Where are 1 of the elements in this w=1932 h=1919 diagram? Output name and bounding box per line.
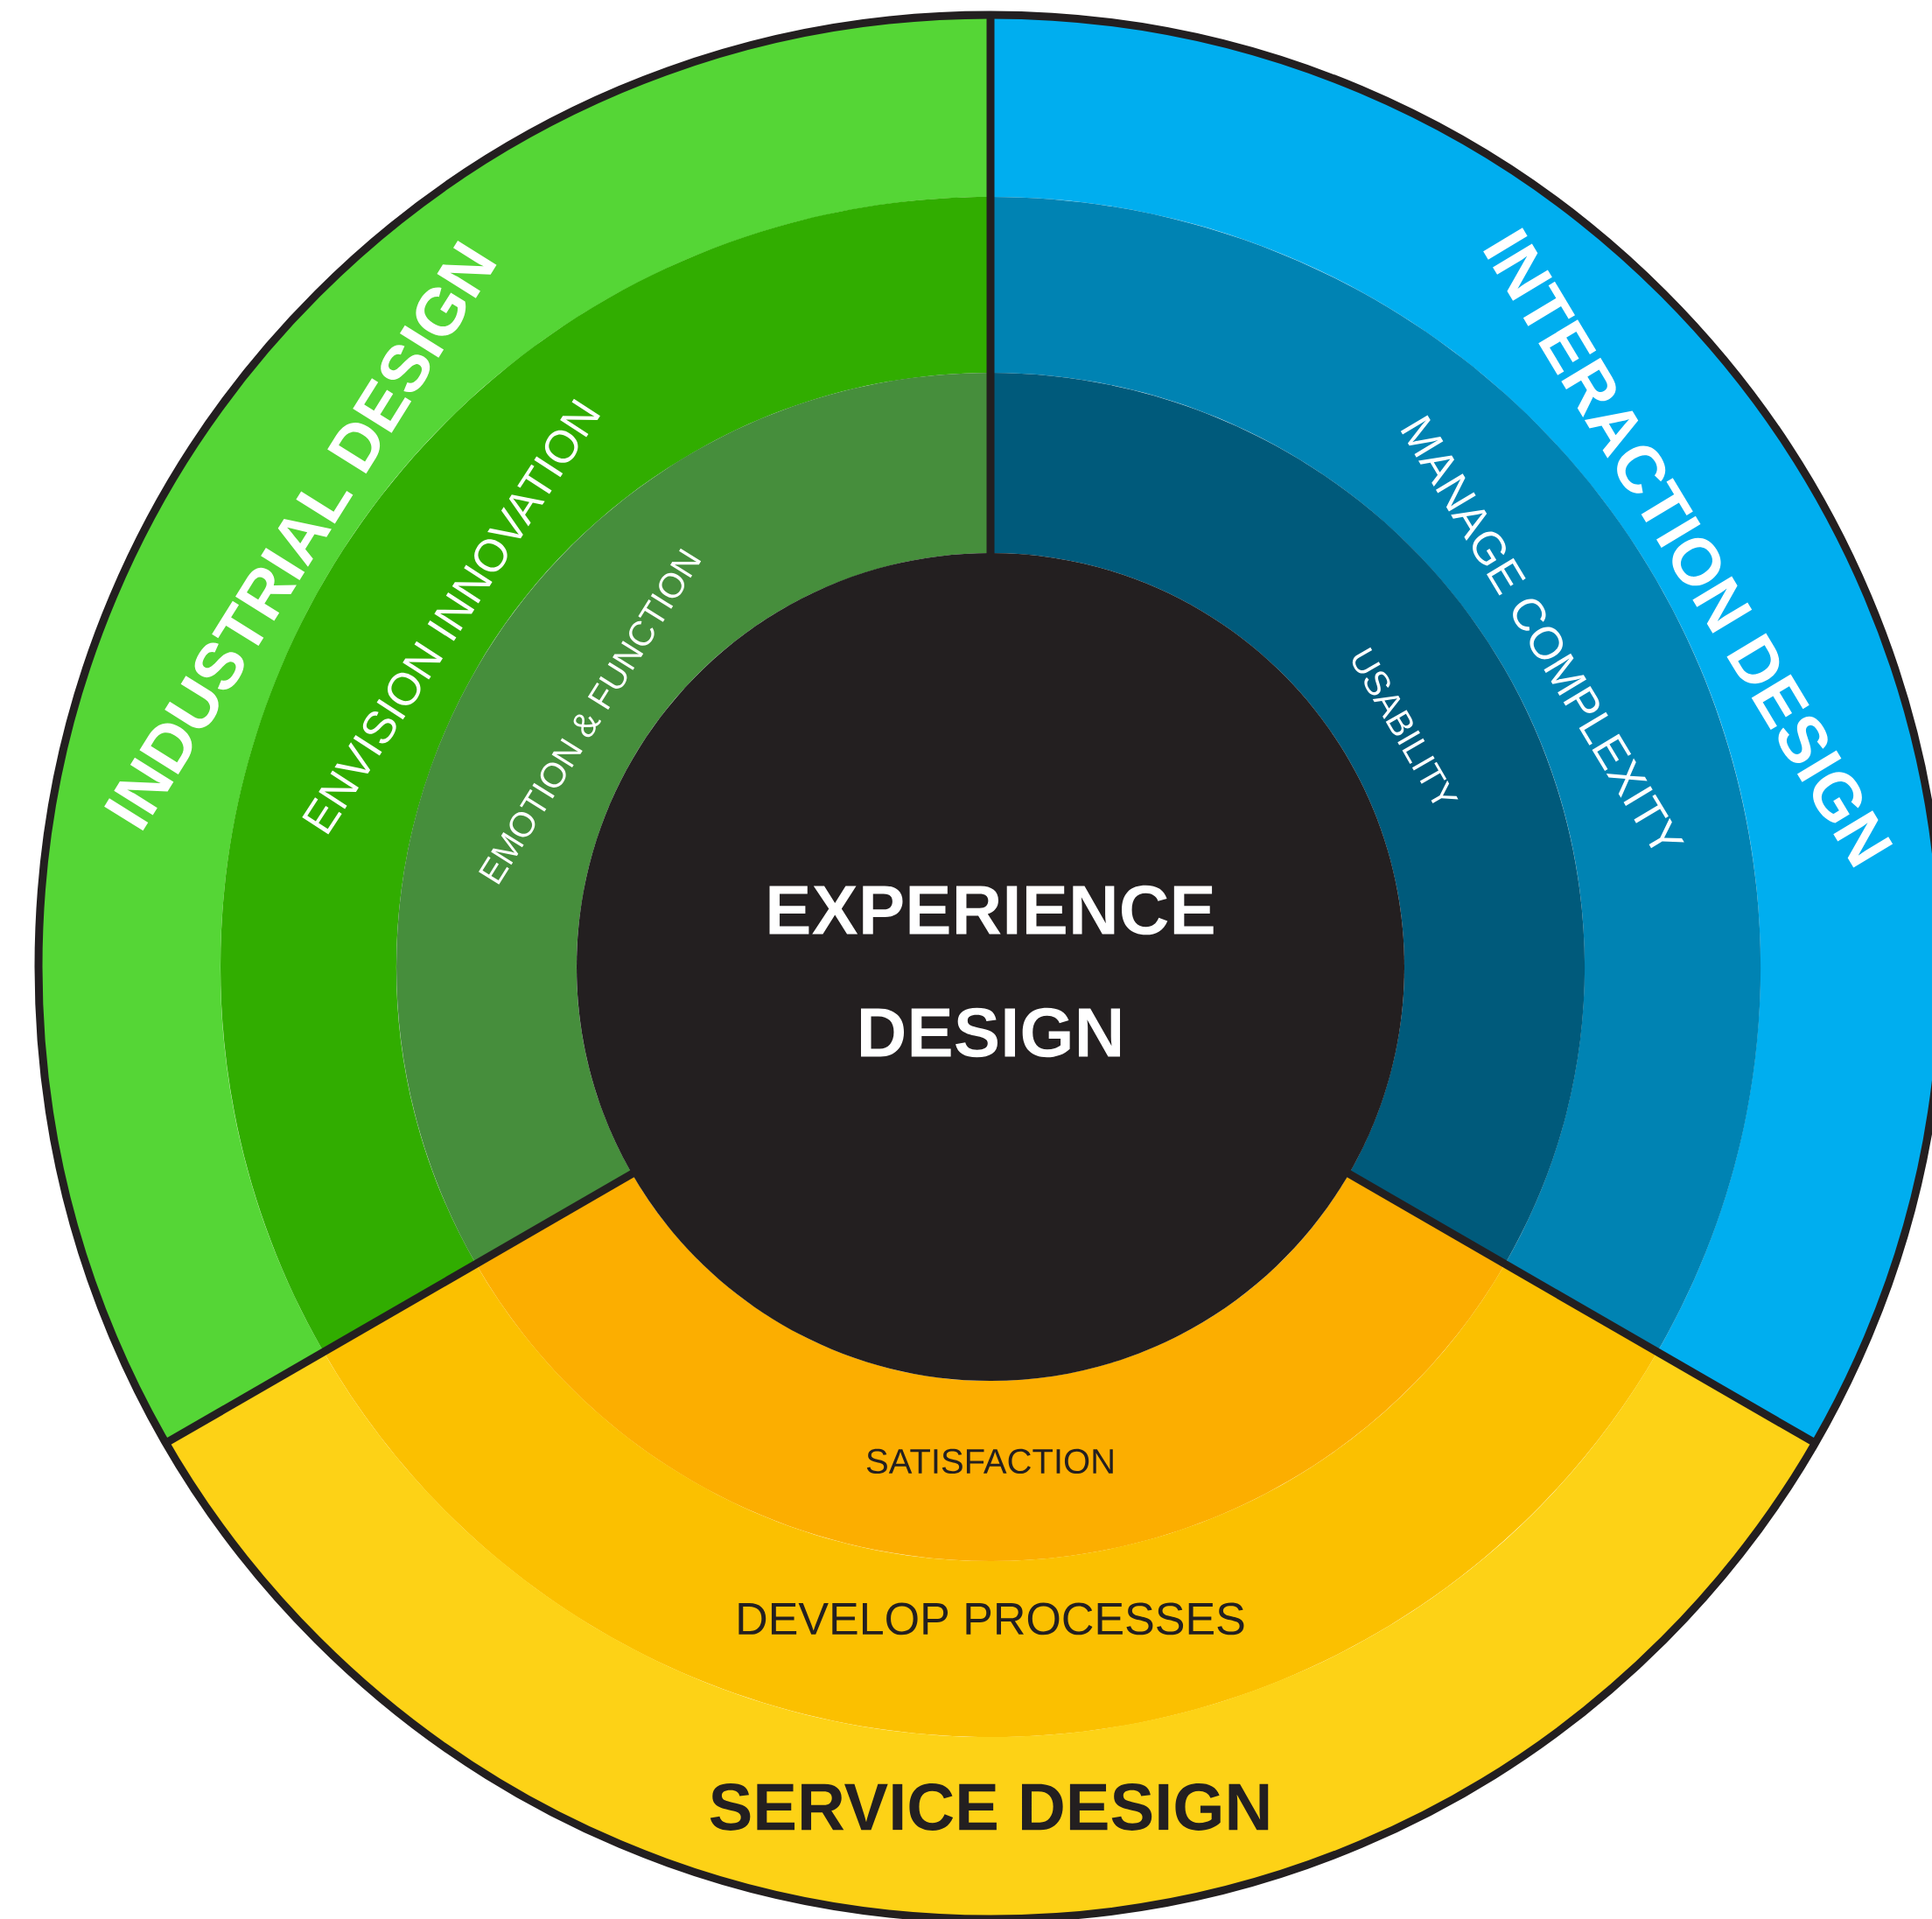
ring-segment: SATISFACTION <box>476 1173 1506 1562</box>
